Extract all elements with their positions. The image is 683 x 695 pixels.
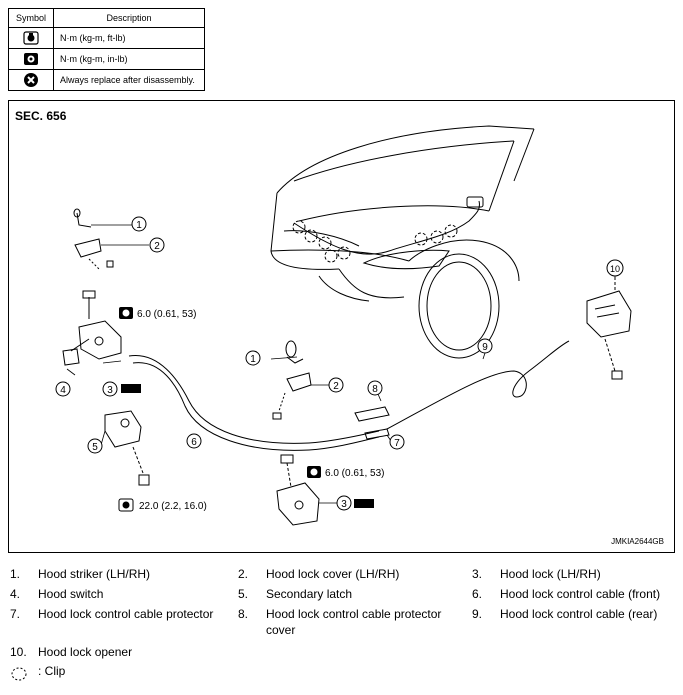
callout-2: 2 xyxy=(149,237,165,253)
always-replace-icon xyxy=(24,73,38,87)
svg-text:9: 9 xyxy=(482,342,488,353)
symbol-desc: N·m (kg-m, in-lb) xyxy=(53,48,205,70)
symbol-table: Symbol Description N·m (kg-m, ft-lb) N·m… xyxy=(8,8,205,91)
callout-9: 9 xyxy=(477,338,493,354)
torque-lower: 22.0 (2.2, 16.0) xyxy=(118,498,207,512)
grease-mark-icon xyxy=(121,384,374,508)
clip-legend: : Clip xyxy=(10,664,675,684)
svg-text:7: 7 xyxy=(394,438,400,449)
svg-text:2: 2 xyxy=(154,241,160,252)
svg-text:3: 3 xyxy=(341,499,347,510)
callout-7: 7 xyxy=(389,434,405,450)
torque-inlb-icon xyxy=(24,53,38,65)
svg-text:3: 3 xyxy=(107,385,113,396)
svg-text:2: 2 xyxy=(333,381,339,392)
svg-text:6: 6 xyxy=(191,437,197,448)
clip-icon xyxy=(11,667,27,681)
symbol-header: Symbol xyxy=(8,8,54,28)
callout-10: 10 xyxy=(606,259,624,277)
callout-3: 3 xyxy=(102,381,118,397)
callout-6: 6 xyxy=(186,433,202,449)
callout-1b: 1 xyxy=(245,350,261,366)
svg-text:1: 1 xyxy=(250,354,256,365)
section-label: SEC. 656 xyxy=(15,109,67,123)
parts-legend: 1.Hood striker (LH/RH) 2.Hood lock cover… xyxy=(10,566,675,684)
description-header: Description xyxy=(53,8,205,28)
figure-code: JMKIA2644GB xyxy=(611,537,664,546)
callout-2b: 2 xyxy=(328,377,344,393)
svg-text:6.0 (0.61, 53): 6.0 (0.61, 53) xyxy=(325,468,384,479)
callout-8: 8 xyxy=(367,380,383,396)
svg-text:8: 8 xyxy=(372,384,378,395)
svg-text:10: 10 xyxy=(610,264,620,274)
torque-ftlb-icon xyxy=(23,31,39,45)
callout-1: 1 xyxy=(131,216,147,232)
diagram-canvas: 1 2 4 3 5 6 1 2 8 7 9 10 3 6.0 (0.61, 53… xyxy=(55,125,632,526)
symbol-desc: N·m (kg-m, ft-lb) xyxy=(53,27,205,49)
svg-text:1: 1 xyxy=(136,220,142,231)
callout-5: 5 xyxy=(87,438,103,454)
symbol-desc: Always replace after disassembly. xyxy=(53,69,205,91)
svg-text:5: 5 xyxy=(92,442,98,453)
torque-center: 6.0 (0.61, 53) xyxy=(307,466,384,479)
callout-4: 4 xyxy=(55,381,71,397)
torque-upper: 6.0 (0.61, 53) xyxy=(119,307,196,320)
cable-rear xyxy=(386,340,570,430)
callout-3b: 3 xyxy=(336,495,352,511)
cable-front xyxy=(128,355,380,444)
svg-text:4: 4 xyxy=(60,385,66,396)
exploded-diagram: SEC. 656 xyxy=(8,100,675,553)
vehicle-outline xyxy=(270,125,535,359)
svg-text:22.0 (2.2, 16.0): 22.0 (2.2, 16.0) xyxy=(139,501,207,512)
clip-markers xyxy=(292,220,458,263)
svg-text:6.0 (0.61, 53): 6.0 (0.61, 53) xyxy=(137,309,196,320)
